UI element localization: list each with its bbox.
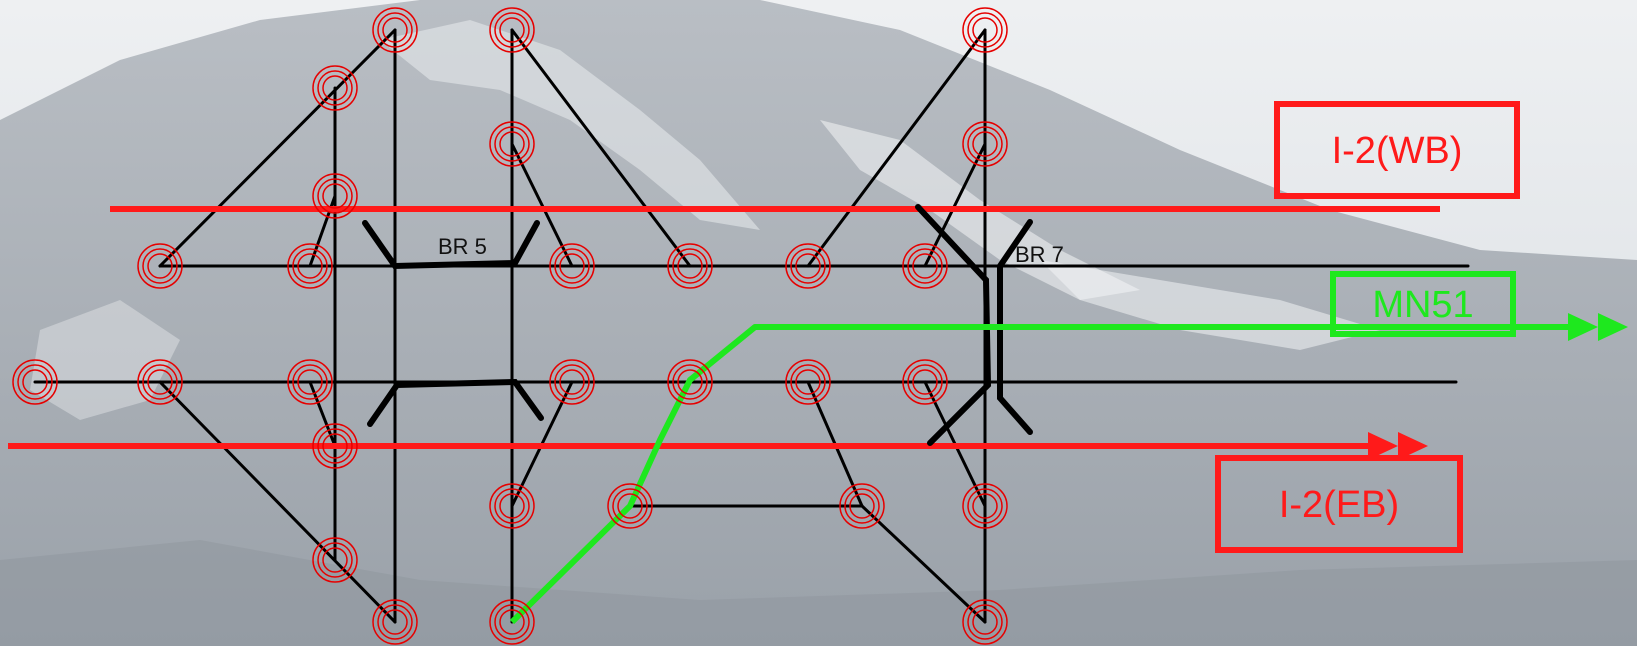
i2-wb-label: I-2(WB) bbox=[1332, 130, 1463, 172]
mn51-label: MN51 bbox=[1372, 284, 1473, 326]
br5-label: BR 5 bbox=[438, 234, 487, 259]
br7-label: BR 7 bbox=[1015, 242, 1064, 267]
i2-eb-label: I-2(EB) bbox=[1279, 484, 1399, 526]
